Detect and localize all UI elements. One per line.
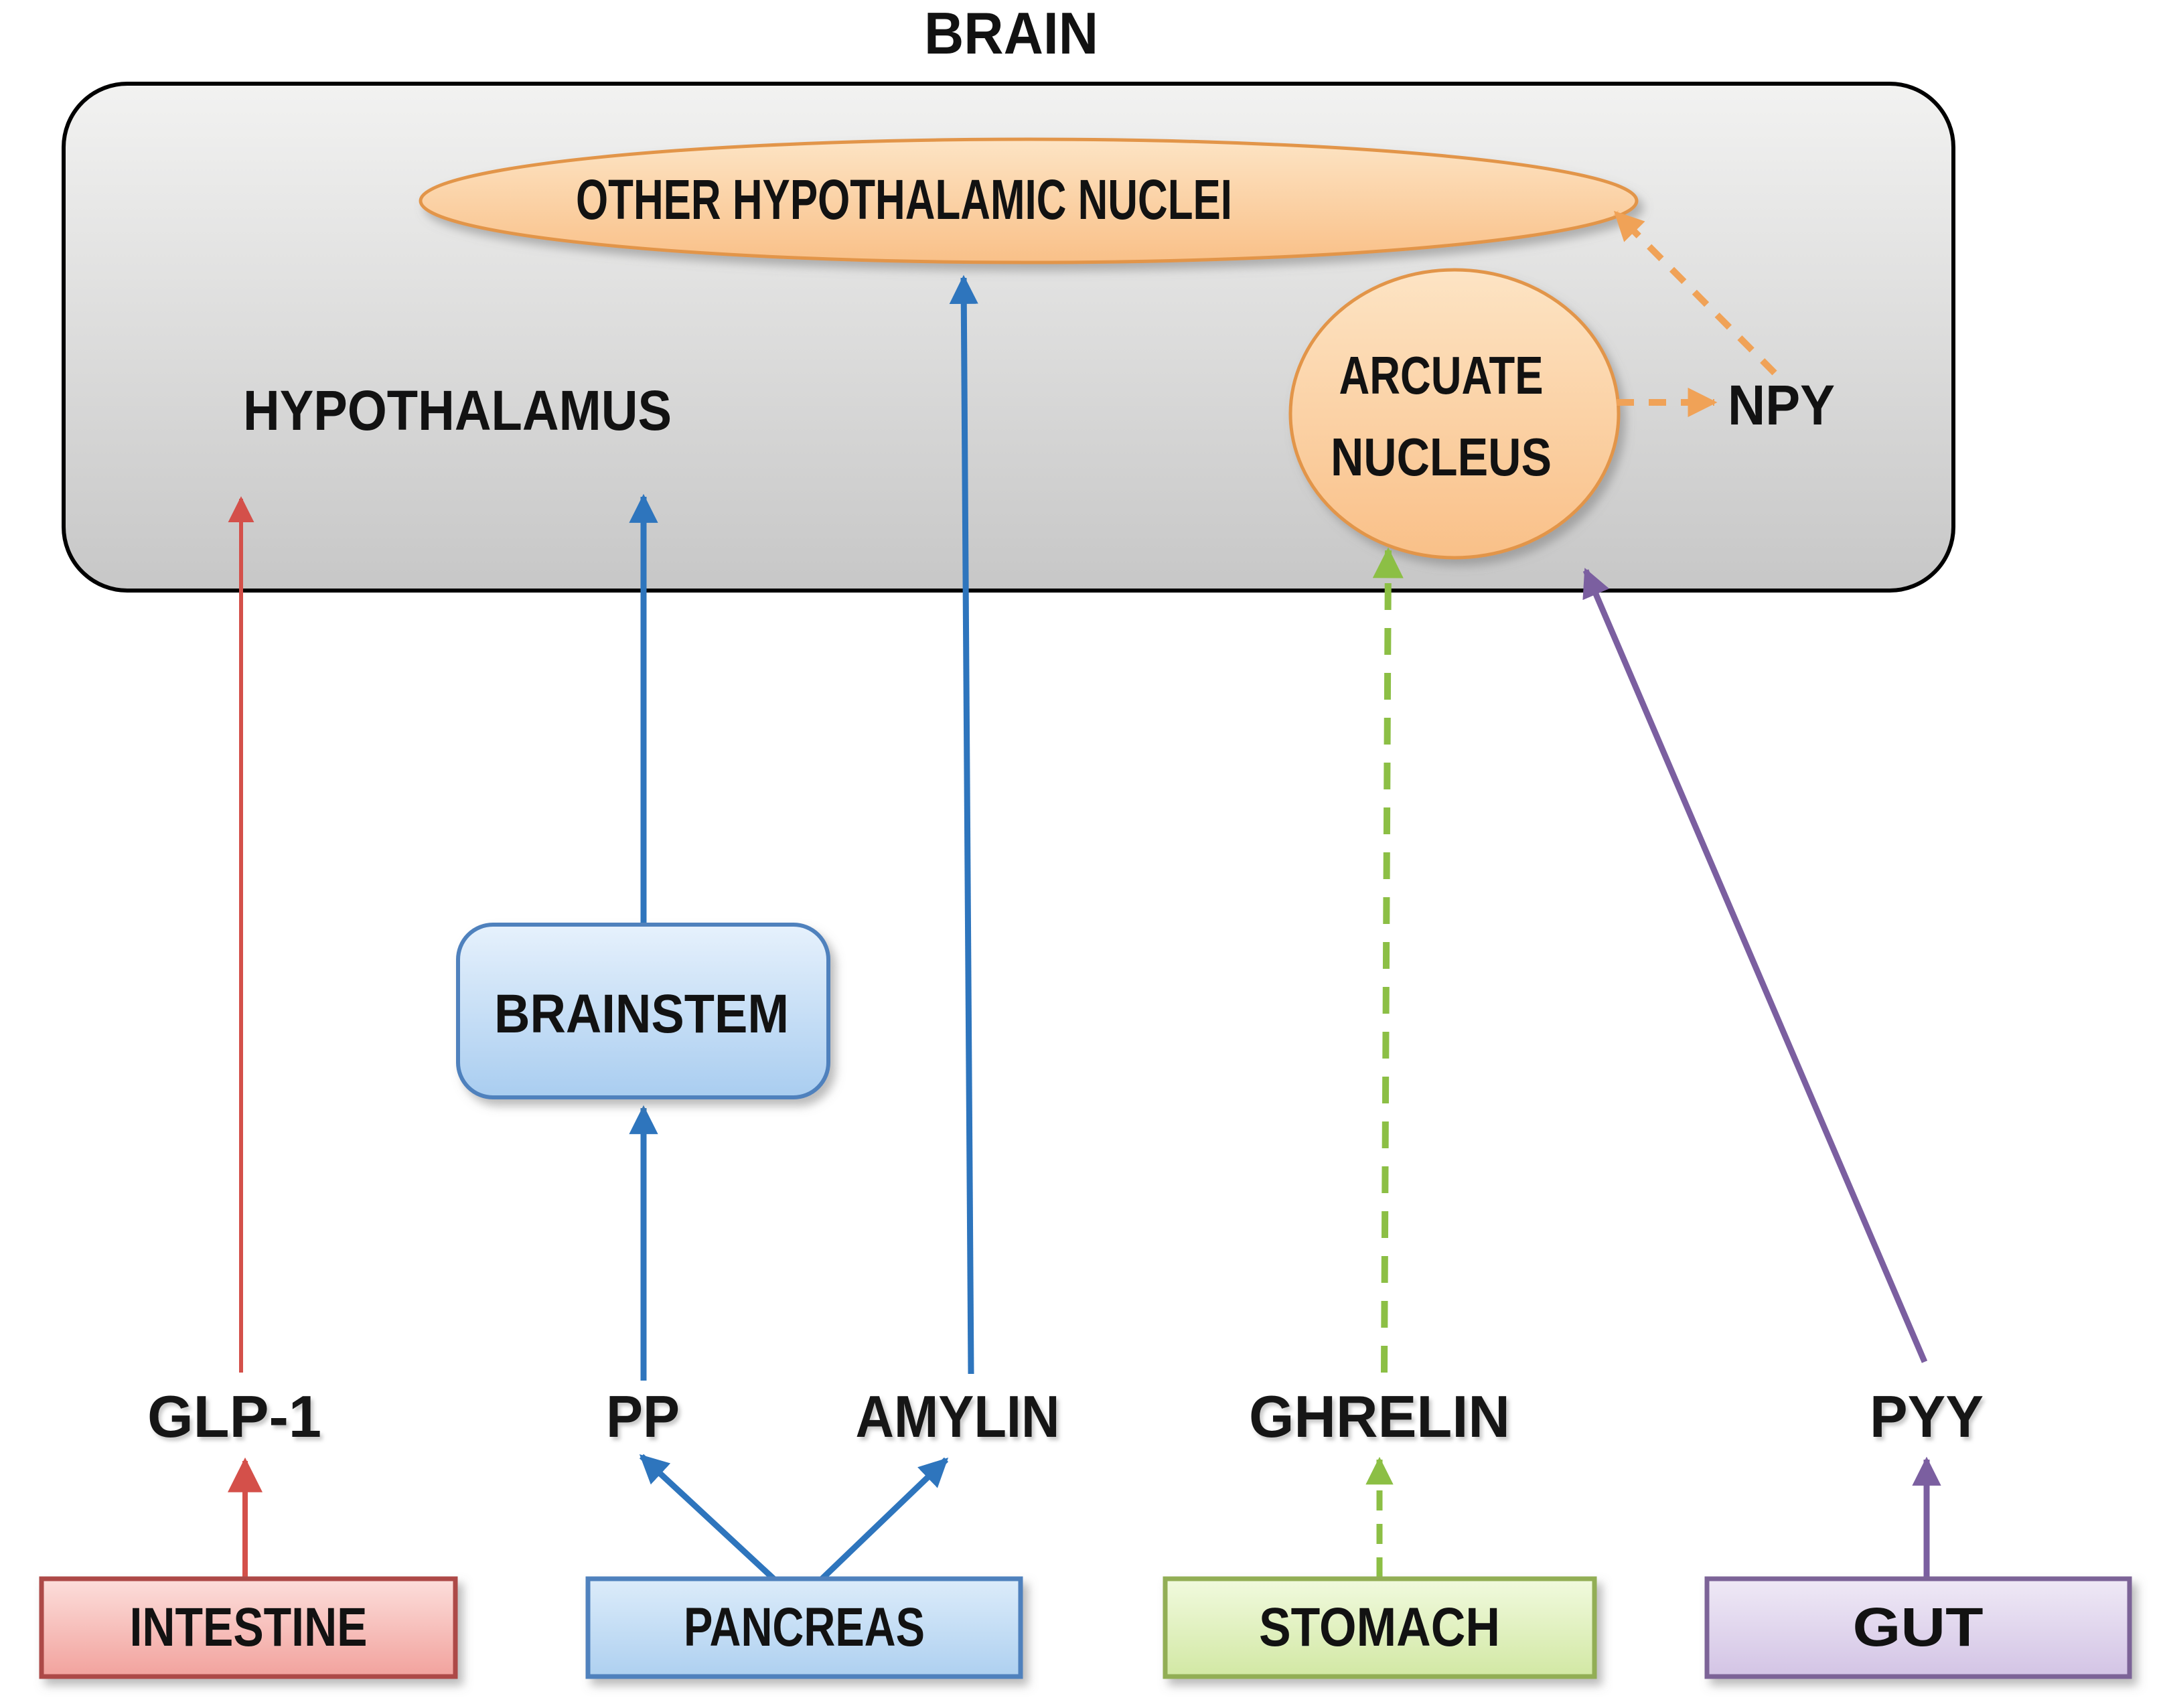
glp1-label: GLP-1 [147,1383,321,1450]
gut-label: GUT [1853,1597,1984,1658]
ghrelin-label: GHRELIN [1249,1383,1510,1450]
npy-to-other-nuclei-arrow [1613,210,1777,376]
npy-label: NPY [1728,374,1835,437]
stomach-label: STOMACH [1259,1597,1500,1658]
brainstem-label: BRAINSTEM [494,984,789,1044]
pyy-label: PYY [1870,1383,1984,1450]
stomach-box [1163,1576,1597,1679]
pancreas-label: PANCREAS [684,1597,925,1658]
amylin-label: AMYLIN [856,1383,1060,1450]
ghrelin-to-arcuate-arrow [1372,547,1404,1373]
hypothalamus-label: HYPOTHALAMUS [243,379,672,442]
intestine-label: INTESTINE [130,1597,368,1658]
brainstem-box [456,923,830,1099]
amylin-to-other-nuclei-arrow [949,275,978,1375]
pancreas-box [585,1576,1023,1679]
gut-box [1704,1576,2132,1679]
other-hypothalamic-nuclei-shape [419,137,1639,264]
brain-title: BRAIN [924,0,1098,66]
other-hypothalamic-nuclei-label: OTHER HYPOTHALAMIC NUCLEI [576,168,1232,231]
arcuate-nucleus-label-line2: NUCLEUS [1331,427,1552,487]
intestine-box [39,1576,458,1679]
pyy-to-arcuate-arrow [1582,568,1928,1363]
arcuate-nucleus-label-line1: ARCUATE [1339,345,1544,405]
pp-label: PP [606,1383,680,1450]
arcuate-nucleus-shape [1288,268,1621,560]
